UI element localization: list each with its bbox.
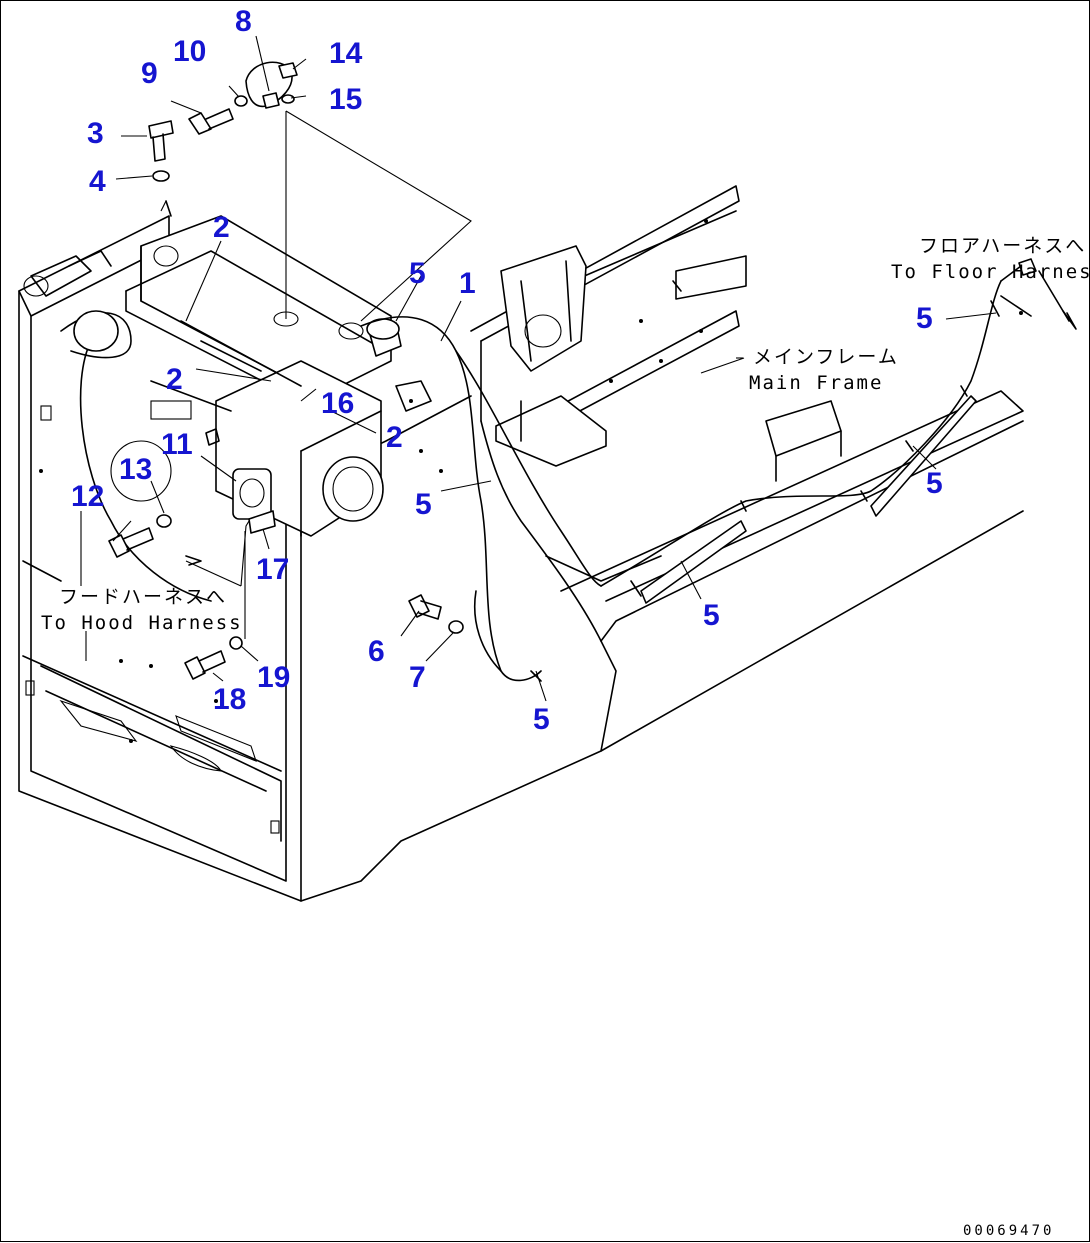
callout-5b: 5 (916, 302, 933, 335)
callout-1: 1 (459, 267, 476, 300)
hardware (108, 61, 464, 680)
floor-harness-label-en: To Floor Harness (891, 261, 1090, 283)
callouts: 8 10 14 9 15 3 4 2 5 1 5 2 16 2 11 13 5 … (71, 5, 943, 736)
callout-19: 19 (257, 661, 290, 694)
main-frame (470, 185, 1024, 752)
callout-10: 10 (173, 35, 206, 68)
floor-harness-label-jp: フロアハーネスへ (919, 235, 1086, 257)
document-id: 00069470 (963, 1223, 1054, 1239)
callout-16: 16 (321, 387, 354, 420)
callout-5c: 5 (926, 467, 943, 500)
callout-14: 14 (329, 37, 363, 70)
callout-9: 9 (141, 57, 158, 90)
callout-2b: 2 (166, 363, 183, 396)
callout-18: 18 (213, 683, 246, 716)
callout-7: 7 (409, 661, 426, 694)
callout-13: 13 (119, 453, 152, 486)
main-frame-label-jp: メインフレーム (753, 346, 899, 368)
labels: フロアハーネスへ To Floor Harness メインフレーム Main F… (41, 235, 1090, 1239)
callout-5d: 5 (415, 488, 432, 521)
callout-3: 3 (87, 117, 104, 150)
hood-body (18, 215, 617, 902)
callout-12: 12 (71, 480, 104, 513)
hood-harness-label-jp: フードハーネスへ (59, 586, 227, 608)
callout-5f: 5 (533, 703, 550, 736)
callout-4: 4 (89, 165, 106, 198)
leader-lines (80, 35, 997, 702)
callout-2a: 2 (213, 211, 230, 244)
callout-5a: 5 (409, 257, 426, 290)
callout-17: 17 (256, 553, 289, 586)
callout-5e: 5 (703, 599, 720, 632)
callout-15: 15 (329, 83, 362, 116)
hood-harness-label-en: To Hood Harness (41, 612, 243, 634)
callout-2c: 2 (386, 421, 403, 454)
callout-6: 6 (368, 635, 385, 668)
radiator-assembly (23, 200, 432, 537)
callout-11: 11 (161, 428, 193, 461)
main-frame-label-en: Main Frame (749, 372, 883, 394)
callout-8: 8 (235, 5, 252, 38)
